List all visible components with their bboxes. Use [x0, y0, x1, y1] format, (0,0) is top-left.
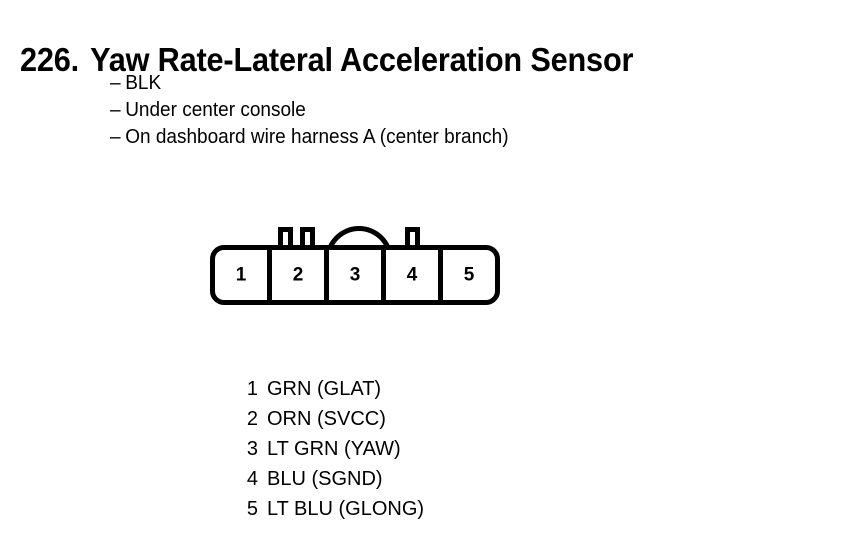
description-list: –BLK –Under center console –On dashboard… — [110, 70, 509, 151]
description-line-1: –BLK — [110, 70, 509, 97]
connector-pin-cell-4-label: 4 — [406, 264, 418, 285]
pin-legend-wire: LT GRN (YAW) — [267, 438, 401, 460]
description-line-3-text: On dashboard wire harness A (center bran… — [125, 126, 509, 148]
connector-pin-cell-3-label: 3 — [349, 264, 361, 285]
pin-legend-number: 3 — [246, 438, 258, 460]
connector-pin-cell-1-label: 1 — [235, 264, 247, 285]
description-line-3: –On dashboard wire harness A (center bra… — [110, 124, 509, 151]
pin-legend-number: 1 — [246, 378, 258, 400]
dash-marker: – — [110, 99, 121, 121]
pin-legend-row: 2 ORN (SVCC) — [238, 404, 424, 434]
pin-legend-number: 5 — [246, 498, 258, 520]
connector-pin-cell-5-label: 5 — [463, 264, 475, 285]
pin-legend-wire: ORN (SVCC) — [267, 408, 386, 430]
description-line-2-text: Under center console — [125, 99, 306, 121]
pin-legend-row: 5 LT BLU (GLONG) — [238, 494, 424, 524]
pin-legend-row: 1 GRN (GLAT) — [238, 374, 424, 404]
connector-pin-cell-2: 2 — [272, 250, 329, 300]
page-title: 226. Yaw Rate-Lateral Acceleration Sensor — [20, 40, 633, 80]
page-title-number: 226. — [20, 41, 79, 79]
connector-pin-cell-5: 5 — [443, 250, 495, 300]
connector-latch-tab-icon — [300, 227, 315, 249]
pin-legend-row: 3 LT GRN (YAW) — [238, 434, 424, 464]
connector-latch-tab-icon — [278, 227, 293, 249]
dash-marker: – — [110, 72, 121, 94]
pin-legend-wire: BLU (SGND) — [267, 468, 383, 490]
connector-pin-cell-2-label: 2 — [292, 264, 304, 285]
description-line-1-text: BLK — [125, 72, 162, 94]
pin-legend: 1 GRN (GLAT) 2 ORN (SVCC) 3 LT GRN (YAW)… — [238, 374, 424, 524]
connector-pin-cell-3: 3 — [329, 250, 386, 300]
pin-legend-number: 4 — [246, 468, 258, 490]
pin-legend-row: 4 BLU (SGND) — [238, 464, 424, 494]
pin-legend-wire: LT BLU (GLONG) — [267, 498, 425, 520]
description-line-2: –Under center console — [110, 97, 509, 124]
connector-pin-cell-4: 4 — [386, 250, 443, 300]
connector-latch-tab-icon — [405, 227, 420, 249]
page-title-text: Yaw Rate-Lateral Acceleration Sensor — [90, 41, 634, 79]
pin-legend-wire: GRN (GLAT) — [267, 378, 382, 400]
connector-diagram: 1 2 3 4 5 — [205, 218, 505, 313]
dash-marker: – — [110, 126, 121, 148]
connector-pin-cell-1: 1 — [215, 250, 272, 300]
connector-body: 1 2 3 4 5 — [210, 245, 500, 305]
pin-legend-number: 2 — [246, 408, 258, 430]
